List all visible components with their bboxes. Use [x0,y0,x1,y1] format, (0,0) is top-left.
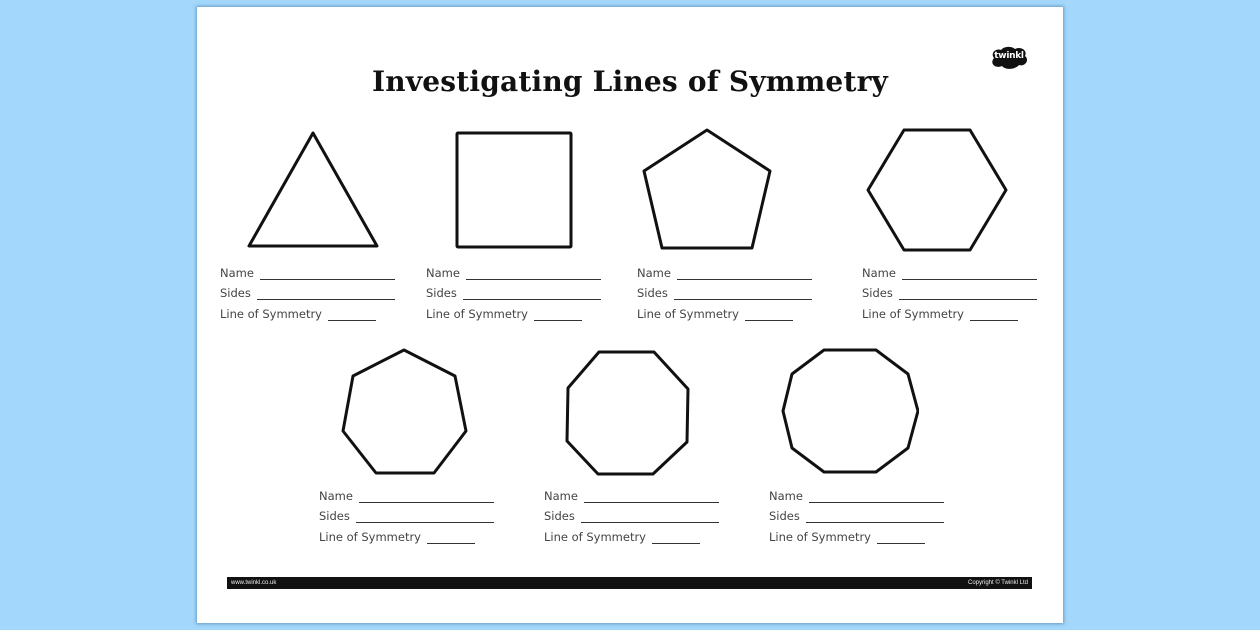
name-label: Name [220,265,254,280]
sides-label: Sides [426,286,457,300]
symmetry-label: Line of Symmetry [862,306,964,321]
heptagon-fields: Name Sides Line of Symmetry [319,482,494,544]
sides-input-line[interactable] [355,510,494,523]
logo-text: twinkl [994,51,1024,61]
name-input-line[interactable] [358,490,494,503]
symmetry-label: Line of Symmetry [426,306,528,321]
square-shape [454,130,574,250]
triangle-shape [245,129,381,251]
square-fields: Name Sides Line of Symmetry [426,259,601,321]
name-label: Name [319,488,353,503]
footer-website: www.twinkl.co.uk [231,580,277,586]
name-input-line[interactable] [583,490,719,503]
worksheet-page: twinkl Investigating Lines of Symmetry N… [197,7,1063,623]
symmetry-input-line[interactable] [745,308,793,321]
symmetry-input-line[interactable] [970,308,1018,321]
sides-input-line[interactable] [898,287,1037,300]
sides-input-line[interactable] [256,287,395,300]
octagon-shape [564,348,690,476]
pentagon-shape [641,127,773,253]
name-label: Name [637,265,671,280]
decagon-shape [781,347,919,477]
name-input-line[interactable] [808,490,944,503]
sides-input-line[interactable] [805,510,944,523]
symmetry-label: Line of Symmetry [220,306,322,321]
name-label: Name [769,488,803,503]
name-label: Name [426,265,460,280]
heptagon-shape [339,347,471,477]
footer-copyright: Copyright © Twinkl Ltd [967,580,1028,586]
name-label: Name [544,488,578,503]
name-input-line[interactable] [465,267,601,280]
hexagon-fields: Name Sides Line of Symmetry [862,259,1037,321]
symmetry-input-line[interactable] [652,531,700,544]
triangle-fields: Name Sides Line of Symmetry [220,259,395,321]
sides-input-line[interactable] [580,510,719,523]
name-label: Name [862,265,896,280]
symmetry-label: Line of Symmetry [319,529,421,544]
name-input-line[interactable] [901,267,1037,280]
sides-label: Sides [769,509,800,523]
name-input-line[interactable] [259,267,395,280]
symmetry-label: Line of Symmetry [637,306,739,321]
sides-input-line[interactable] [462,287,601,300]
footer-bar: www.twinkl.co.uk Copyright © Twinkl Ltd [227,577,1032,589]
symmetry-input-line[interactable] [877,531,925,544]
sides-label: Sides [862,286,893,300]
sides-input-line[interactable] [673,287,812,300]
sides-label: Sides [220,286,251,300]
symmetry-label: Line of Symmetry [544,529,646,544]
page-title: Investigating Lines of Symmetry [371,65,889,98]
sides-label: Sides [637,286,668,300]
hexagon-shape [865,127,1009,253]
symmetry-label: Line of Symmetry [769,529,871,544]
name-input-line[interactable] [676,267,812,280]
decagon-fields: Name Sides Line of Symmetry [769,482,944,544]
pentagon-fields: Name Sides Line of Symmetry [637,259,812,321]
symmetry-input-line[interactable] [534,308,582,321]
sides-label: Sides [319,509,350,523]
twinkl-logo: twinkl [988,45,1030,71]
symmetry-input-line[interactable] [427,531,475,544]
octagon-fields: Name Sides Line of Symmetry [544,482,719,544]
symmetry-input-line[interactable] [328,308,376,321]
sides-label: Sides [544,509,575,523]
